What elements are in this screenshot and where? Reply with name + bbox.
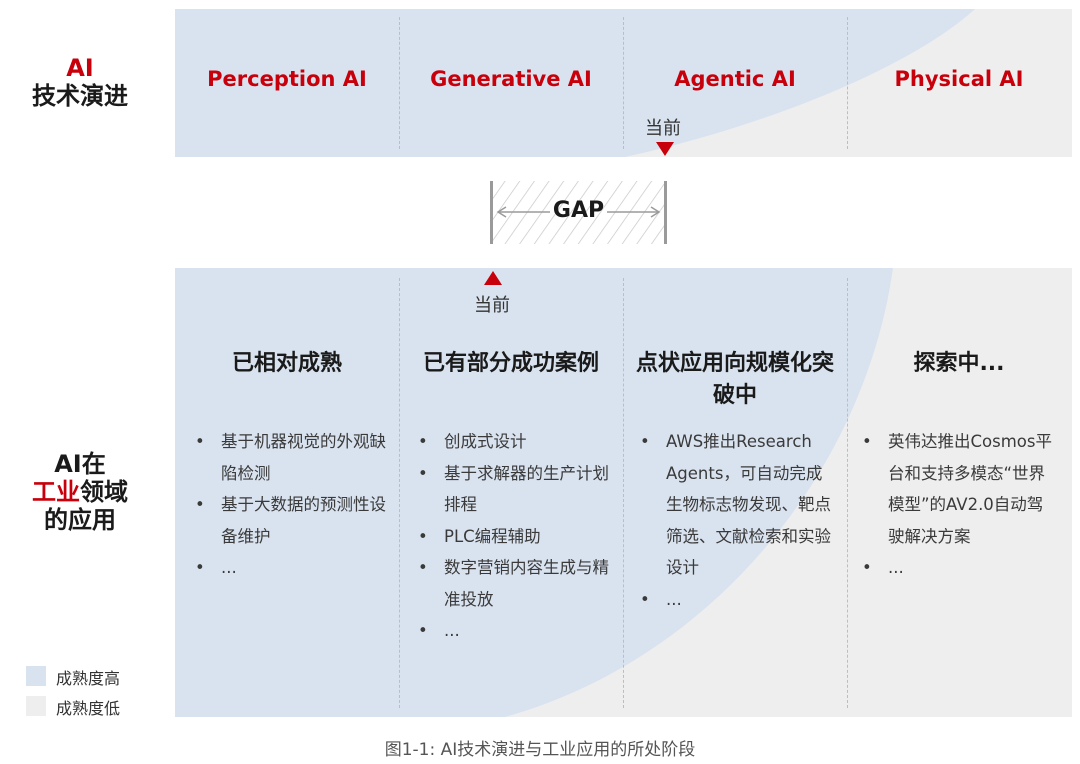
gap-hatch bbox=[490, 181, 667, 244]
ai-stages-panel: Perception AI Generative AI Agentic AI P… bbox=[175, 9, 1072, 157]
top-divider-2 bbox=[623, 17, 624, 149]
bottom-current-label: 当前 bbox=[474, 295, 510, 316]
legend-swatch-high bbox=[26, 666, 46, 686]
ai-tech-title-line1: AI bbox=[66, 54, 94, 82]
column-heading-exploring: 探索中... bbox=[913, 351, 1005, 376]
top-maturity-shape bbox=[175, 9, 975, 157]
stage-agentic-ai: Agentic AI bbox=[674, 67, 796, 91]
stage-physical-ai: Physical AI bbox=[894, 67, 1024, 91]
ai-industry-title-line1: AI在 bbox=[54, 450, 106, 478]
list-item: 英伟达推出Cosmos平台和支持多模态“世界模型”的AV2.0自动驾驶解决方案 bbox=[862, 426, 1058, 552]
column-list-exploring: 英伟达推出Cosmos平台和支持多模态“世界模型”的AV2.0自动驾驶解决方案 … bbox=[862, 426, 1058, 584]
legend-label-high: 成熟度高 bbox=[56, 669, 121, 688]
list-item: 基于大数据的预测性设备维护 bbox=[195, 489, 391, 552]
list-item: ... bbox=[640, 584, 836, 616]
list-item: AWS推出Research Agents，可自动完成生物标志物发现、靶点筛选、文… bbox=[640, 426, 836, 584]
list-item: 基于求解器的生产计划排程 bbox=[418, 458, 614, 521]
column-heading-scaling: 点状应用向规模化突破中 bbox=[635, 351, 834, 408]
top-divider-1 bbox=[399, 17, 400, 149]
gap-indicator: GAP bbox=[490, 181, 667, 244]
top-current-marker bbox=[656, 142, 674, 156]
list-item: ... bbox=[862, 552, 1058, 584]
industry-highlight: 工业 bbox=[32, 478, 80, 506]
list-item: 创成式设计 bbox=[418, 426, 614, 458]
stage-perception-ai: Perception AI bbox=[207, 67, 367, 91]
column-heading-partial-success: 已有部分成功案例 bbox=[422, 351, 599, 376]
domain-text: 领域 bbox=[80, 478, 128, 506]
gap-label: GAP bbox=[552, 198, 605, 223]
list-item: 基于机器视觉的外观缺陷检测 bbox=[195, 426, 391, 489]
ai-industry-title-line3: 的应用 bbox=[44, 506, 116, 534]
figure-caption: 图1-1: AI技术演进与工业应用的所处阶段 bbox=[384, 740, 696, 760]
bottom-current-marker bbox=[484, 271, 502, 285]
ai-industry-title: AI在 工业领域 的应用 bbox=[20, 450, 140, 534]
ai-tech-title: AI 技术演进 bbox=[20, 54, 140, 110]
bottom-divider-2 bbox=[623, 278, 624, 708]
stage-generative-ai: Generative AI bbox=[430, 67, 592, 91]
legend-label-low: 成熟度低 bbox=[56, 699, 121, 718]
ai-industry-title-line2: 工业领域 bbox=[20, 478, 140, 506]
top-current-label: 当前 bbox=[645, 118, 681, 139]
column-list-scaling: AWS推出Research Agents，可自动完成生物标志物发现、靶点筛选、文… bbox=[640, 426, 836, 615]
list-item: ... bbox=[418, 615, 614, 647]
top-divider-3 bbox=[847, 17, 848, 149]
list-item: 数字营销内容生成与精准投放 bbox=[418, 552, 614, 615]
column-list-mature: 基于机器视觉的外观缺陷检测 基于大数据的预测性设备维护 ... bbox=[195, 426, 391, 584]
list-item: ... bbox=[195, 552, 391, 584]
bottom-divider-3 bbox=[847, 278, 848, 708]
bottom-divider-1 bbox=[399, 278, 400, 708]
industry-applications-panel: 已相对成熟 已有部分成功案例 点状应用向规模化突破中 探索中... 基于机器视觉… bbox=[175, 268, 1072, 717]
ai-tech-title-line2: 技术演进 bbox=[32, 82, 128, 110]
column-heading-mature: 已相对成熟 bbox=[231, 351, 342, 376]
legend-swatch-low bbox=[26, 696, 46, 716]
list-item: PLC编程辅助 bbox=[418, 521, 614, 553]
column-list-partial-success: 创成式设计 基于求解器的生产计划排程 PLC编程辅助 数字营销内容生成与精准投放… bbox=[418, 426, 614, 647]
